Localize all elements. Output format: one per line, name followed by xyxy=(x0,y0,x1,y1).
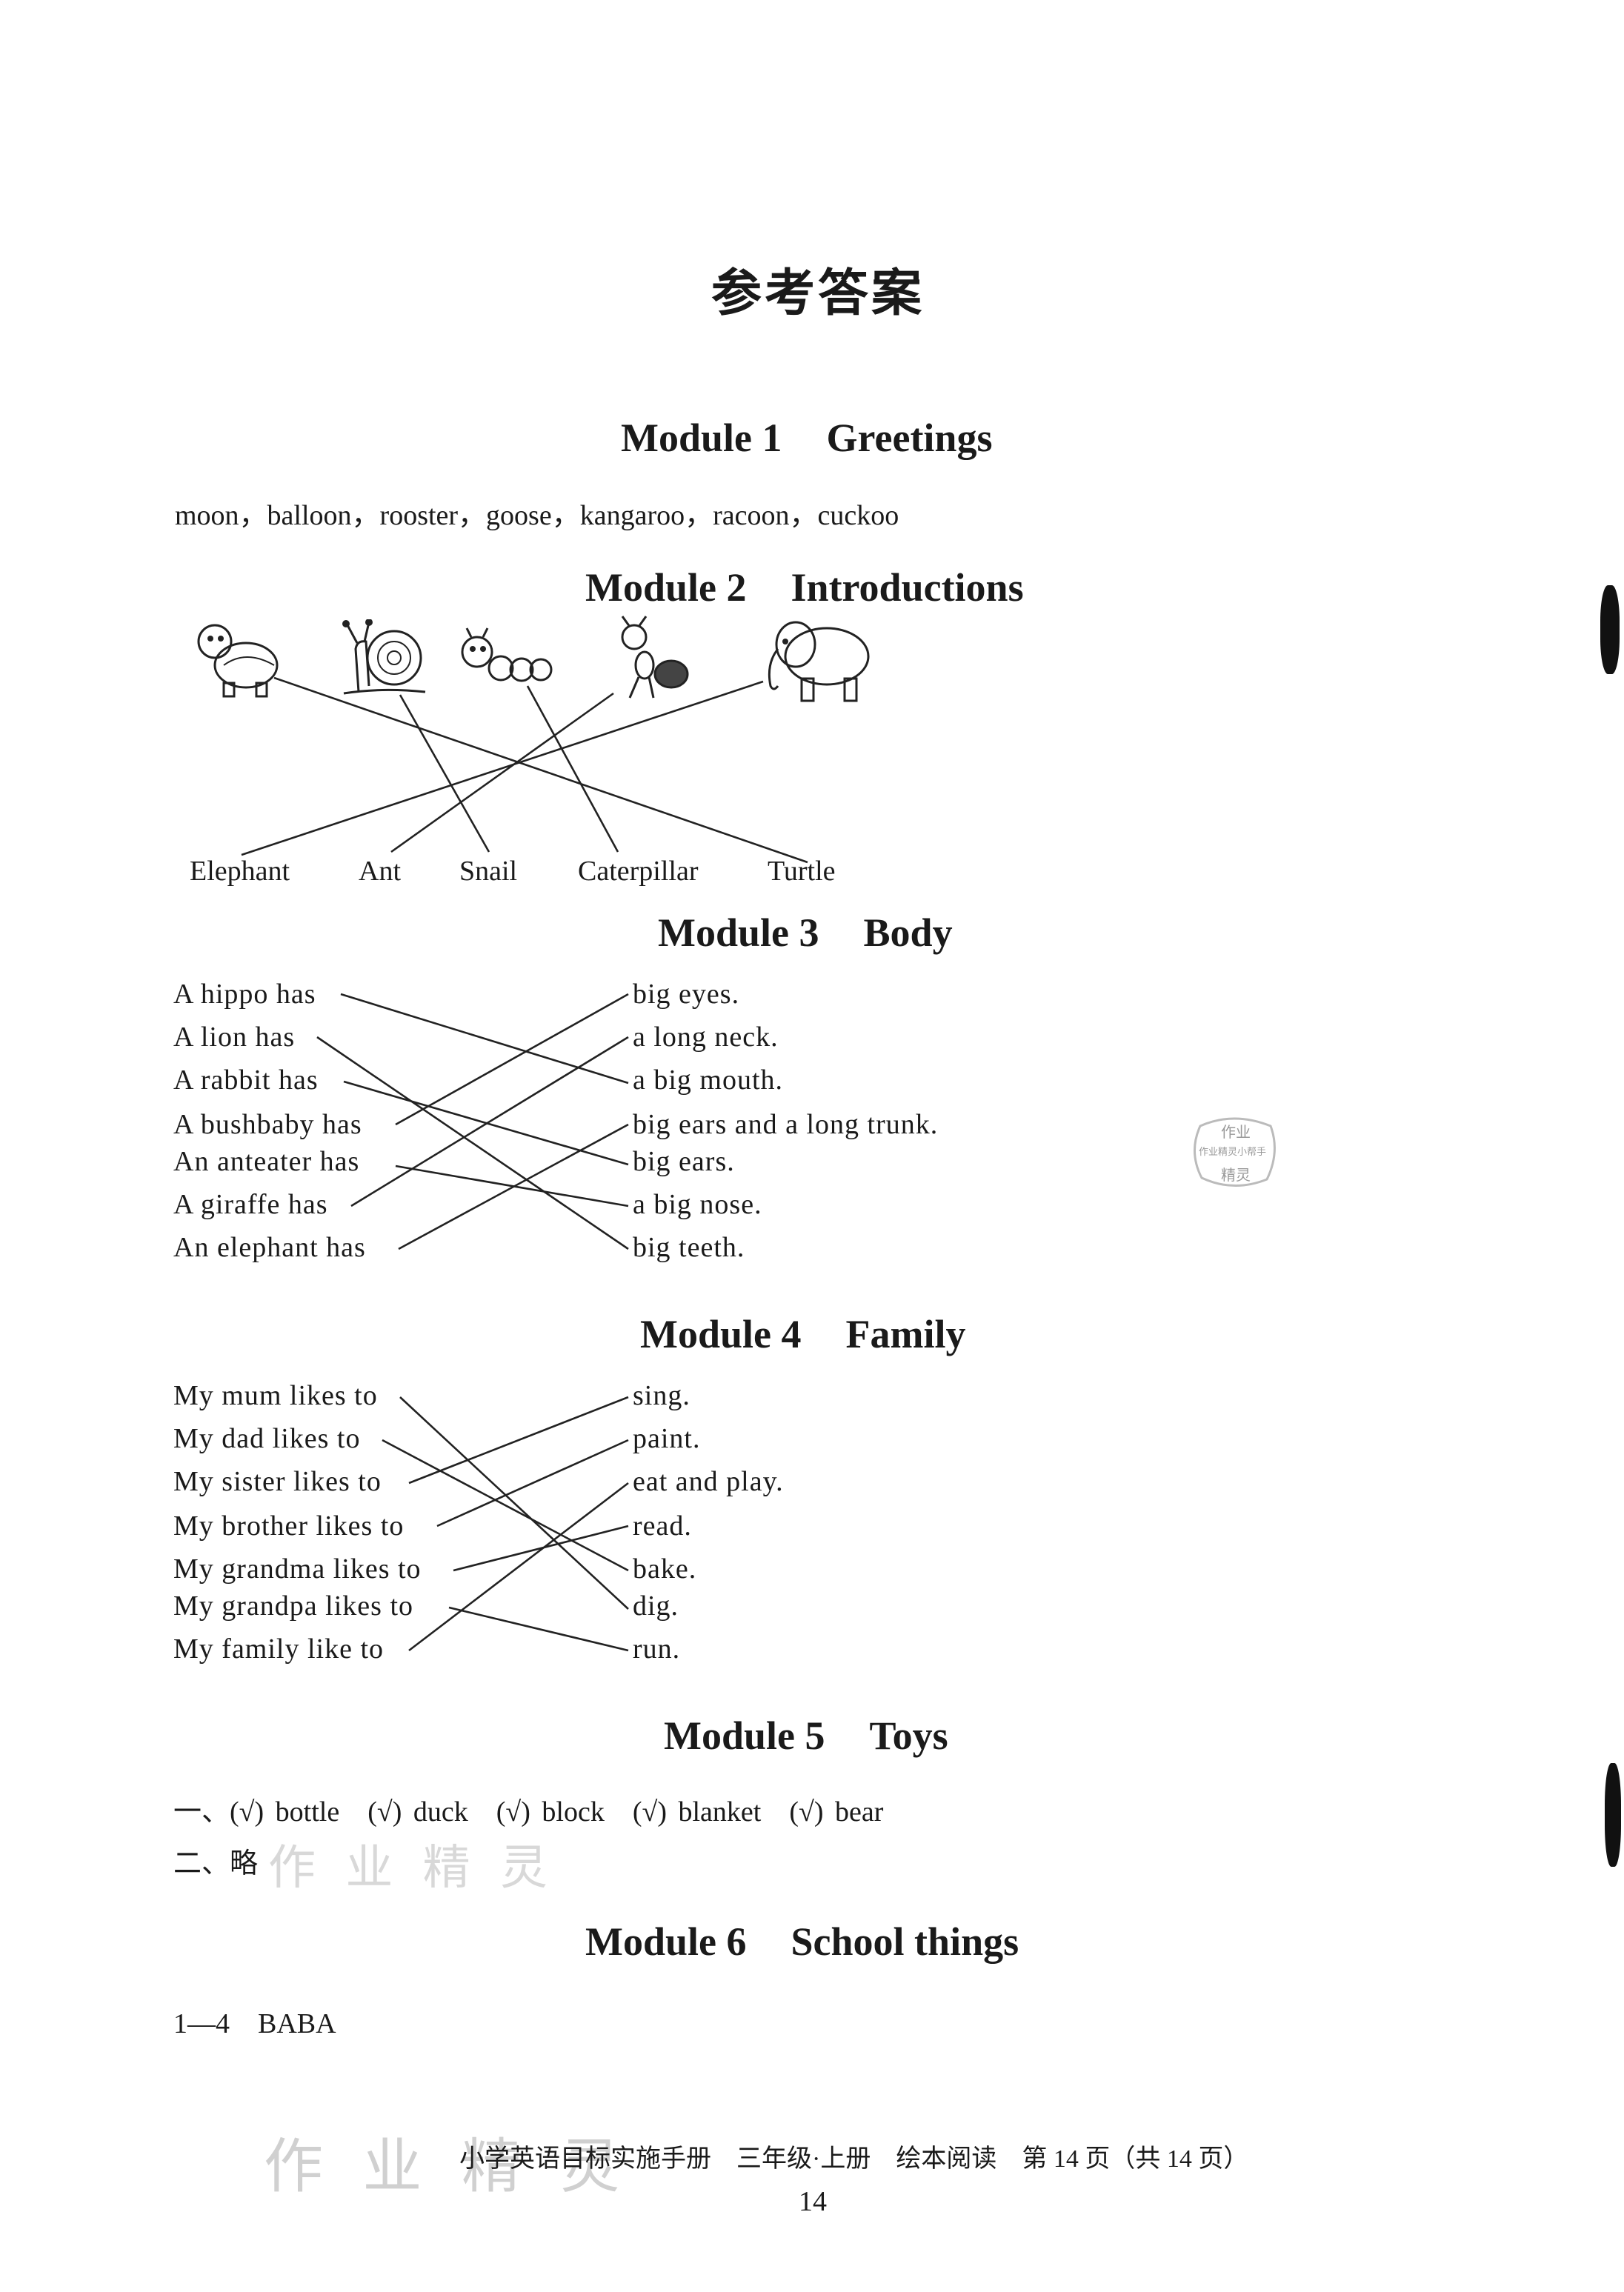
module-name: Family xyxy=(845,1312,966,1356)
scan-edge-mark xyxy=(1605,1763,1621,1867)
match-line xyxy=(382,1439,629,1572)
module-name: School things xyxy=(791,1919,1019,1964)
match-right: run. xyxy=(633,1633,681,1665)
match-left: My sister likes to xyxy=(173,1466,382,1497)
match-line xyxy=(408,1396,629,1485)
match-left: My grandpa likes to xyxy=(173,1590,414,1622)
match-left: My dad likes to xyxy=(173,1423,361,1454)
match-right: paint. xyxy=(633,1423,701,1454)
stamp-text: 精灵 xyxy=(1221,1166,1251,1184)
match-right: eat and play. xyxy=(633,1466,784,1497)
match-left: An elephant has xyxy=(173,1232,366,1263)
footer: 小学英语目标实施手册 三年级·上册 绘本阅读 第 14 页（共 14 页） xyxy=(459,2145,1249,2173)
match-word: Ant xyxy=(359,856,401,887)
match-line xyxy=(408,1482,629,1652)
match-right: a long neck. xyxy=(633,1022,779,1053)
ant-icon xyxy=(621,616,689,699)
match-left: My grandma likes to xyxy=(173,1553,422,1585)
module-4-heading: Module 4 Family xyxy=(640,1311,966,1357)
match-left: A lion has xyxy=(173,1022,296,1053)
module-5-line-2: 二、略 xyxy=(173,1848,259,1879)
module-3-heading: Module 3 Body xyxy=(658,910,953,956)
match-right: bake. xyxy=(633,1553,697,1585)
module-number: Module 3 xyxy=(658,910,819,955)
module-name: Body xyxy=(863,910,953,955)
match-word: Elephant xyxy=(190,856,290,887)
page-number: 14 xyxy=(799,2186,827,2217)
module-number: Module 6 xyxy=(585,1919,747,1964)
match-line xyxy=(273,676,808,864)
module-number: Module 5 xyxy=(664,1713,825,1758)
match-line xyxy=(399,694,490,853)
page-title: 参考答案 xyxy=(711,265,925,322)
match-right: big teeth. xyxy=(633,1232,745,1263)
module-name: Greetings xyxy=(826,416,993,460)
module-number: Module 4 xyxy=(640,1312,802,1356)
module-6-answer: 1—4 BABA xyxy=(173,2008,336,2039)
match-left: My family like to xyxy=(173,1633,385,1665)
match-right: sing. xyxy=(633,1380,690,1411)
match-line xyxy=(448,1606,629,1652)
match-left: A giraffe has xyxy=(173,1189,328,1220)
match-line xyxy=(399,1396,629,1610)
watermark: 作 业 精 灵 xyxy=(264,2132,630,2201)
match-right: read. xyxy=(633,1510,692,1542)
match-word: Caterpillar xyxy=(578,856,699,887)
watermark: 作 业 精 灵 xyxy=(268,1841,556,1896)
elephant-icon xyxy=(768,621,870,702)
module-number: Module 1 xyxy=(621,416,782,460)
module-6-heading: Module 6 School things xyxy=(585,1919,1019,1965)
snail-icon xyxy=(342,619,426,695)
match-line xyxy=(340,993,629,1085)
match-left: My mum likes to xyxy=(173,1380,378,1411)
match-right: big eyes. xyxy=(633,979,740,1010)
match-right: big ears and a long trunk. xyxy=(633,1109,939,1140)
stamp-logo: 作业 作业精灵小帮手 精灵 xyxy=(1185,1111,1282,1193)
match-right: a big nose. xyxy=(633,1189,762,1220)
module-1-heading: Module 1 Greetings xyxy=(621,415,992,461)
module-5-line-1: 一、(√) bottle (√) duck (√) block (√) blan… xyxy=(173,1796,884,1828)
match-word: Snail xyxy=(459,856,518,887)
module-name: Introductions xyxy=(791,565,1024,610)
match-left: An anteater has xyxy=(173,1146,360,1177)
match-line xyxy=(390,692,614,853)
caterpillar-icon xyxy=(461,627,553,682)
stamp-text: 作业 xyxy=(1221,1123,1251,1141)
match-line xyxy=(436,1439,629,1528)
match-line xyxy=(395,993,629,1126)
match-line xyxy=(395,1165,629,1207)
match-right: big ears. xyxy=(633,1146,735,1177)
match-right: a big mouth. xyxy=(633,1065,784,1096)
module-5-heading: Module 5 Toys xyxy=(664,1713,948,1759)
scan-edge-mark xyxy=(1600,585,1620,674)
match-line xyxy=(398,1123,629,1250)
module-name: Toys xyxy=(869,1713,948,1758)
module-1-answer: moon，balloon，rooster，goose，kangaroo，raco… xyxy=(175,500,899,531)
match-right: dig. xyxy=(633,1590,679,1622)
match-line xyxy=(316,1036,629,1250)
match-left: My brother likes to xyxy=(173,1510,405,1542)
match-left: A hippo has xyxy=(173,979,316,1010)
match-line xyxy=(350,1036,629,1207)
match-line xyxy=(453,1525,629,1572)
module-number: Module 2 xyxy=(585,565,747,610)
match-line xyxy=(241,680,764,856)
match-left: A rabbit has xyxy=(173,1065,319,1096)
match-left: A bushbaby has xyxy=(173,1109,362,1140)
turtle-icon xyxy=(197,624,279,698)
match-line xyxy=(526,685,619,853)
stamp-text: 作业精灵小帮手 xyxy=(1199,1147,1267,1158)
module-2-heading: Module 2 Introductions xyxy=(585,564,1024,610)
